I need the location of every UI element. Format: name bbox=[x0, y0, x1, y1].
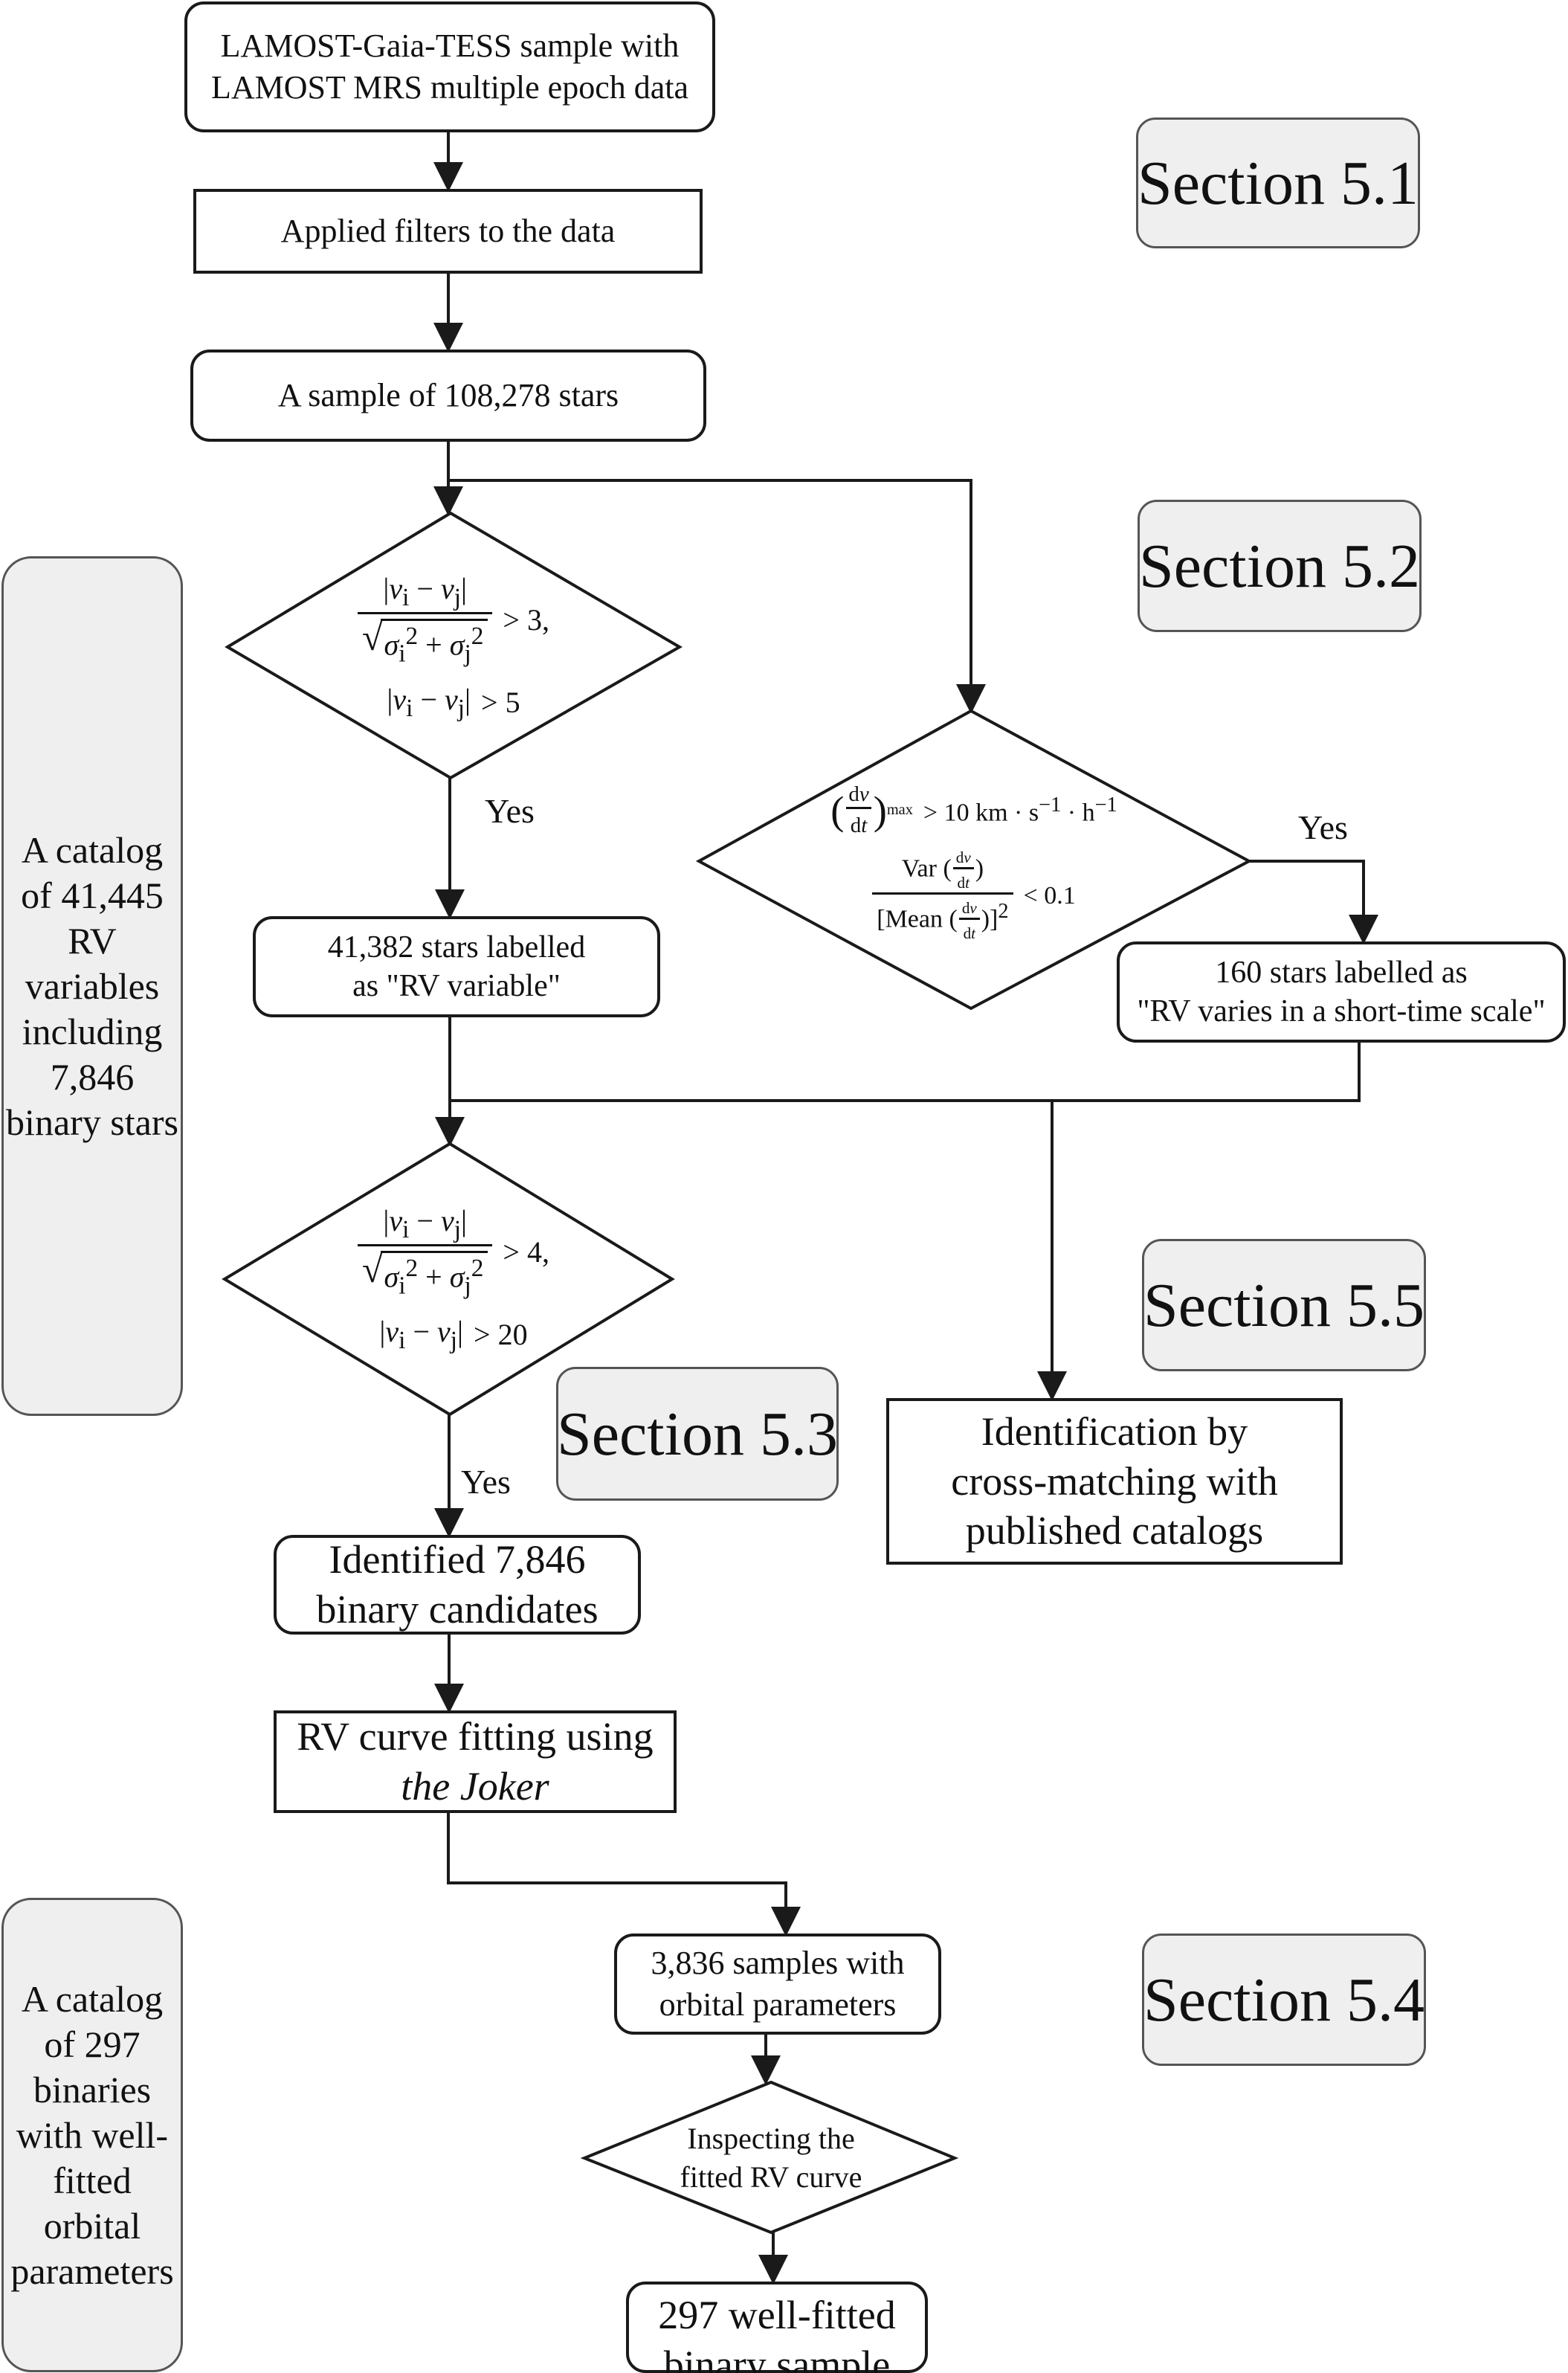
rv-variables-catalog-panel: A catalog of 41,445 RV variables includi… bbox=[1, 556, 183, 1416]
sample-box-text: A sample of 108,278 stars bbox=[277, 376, 619, 413]
section-5-3-badge: Section 5.3 bbox=[556, 1367, 839, 1501]
orbital-samples-line-2: orbital parameters bbox=[659, 1986, 897, 2023]
diamond-2-threshold-1: > 10 km · s−1 · h−1 bbox=[923, 793, 1117, 827]
identification-line-2: cross-matching with bbox=[951, 1458, 1278, 1504]
diamond-2-max-subscript: max bbox=[886, 802, 913, 818]
section-5-2-badge: Section 5.2 bbox=[1138, 500, 1422, 632]
binaries-catalog-line-7: parameters bbox=[10, 2250, 174, 2292]
yes-label-1: Yes bbox=[485, 792, 535, 830]
rv-catalog-line-1: A catalog bbox=[21, 828, 164, 871]
rv-catalog-line-6: 7,846 bbox=[50, 1055, 135, 1098]
edge-diamond2-to-shorttime bbox=[1249, 860, 1378, 944]
decision-diamond-4 bbox=[580, 2080, 959, 2235]
diamond-3-criterion-2: |vi − vj| > 20 bbox=[379, 1314, 528, 1354]
diamond-3-text: |vi − vj| √σi2 + σj2 > 4, |vi − vj| > 20 bbox=[297, 1182, 610, 1376]
decision-diamond-2 bbox=[695, 709, 1253, 1011]
edge-branch-to-diamond2 bbox=[448, 479, 986, 714]
diamond-1-text: |vi − vj| √σi2 + σj2 > 3, |vi − vj| > 5 bbox=[297, 550, 610, 744]
diamond-4-line-2: fitted RV curve bbox=[680, 2160, 862, 2194]
edge-joker-to-orbital bbox=[447, 1813, 801, 1936]
start-box: LAMOST-Gaia-TESS sample with LAMOST MRS … bbox=[184, 1, 715, 132]
yes-label-2: Yes bbox=[1298, 808, 1348, 846]
short-time-line-2: "RV varies in a short-time scale" bbox=[1137, 994, 1546, 1028]
binaries-catalog-line-1: A catalog bbox=[21, 1977, 164, 2020]
binaries-catalog-line-5: fitted bbox=[53, 2159, 132, 2201]
rv-variable-line-2: as "RV variable" bbox=[352, 969, 561, 1003]
rv-catalog-line-7: binary stars bbox=[6, 1101, 178, 1143]
rv-catalog-line-5: including bbox=[22, 1010, 163, 1052]
binary-candidates-box: Identified 7,846 binary candidates bbox=[274, 1535, 641, 1635]
identification-line-3: published catalogs bbox=[965, 1508, 1264, 1553]
diamond-1-threshold-2: > 5 bbox=[481, 685, 520, 719]
rv-catalog-line-3: RV bbox=[68, 919, 117, 962]
final-sample-box: 297 well-fitted binary sample bbox=[626, 2282, 928, 2373]
final-sample-line-1: 297 well-fitted bbox=[658, 2293, 896, 2337]
rv-variable-line-1: 41,382 stars labelled bbox=[327, 930, 586, 965]
binaries-catalog-line-3: binaries bbox=[33, 2068, 152, 2110]
diamond-4-line-1: Inspecting the bbox=[687, 2122, 855, 2155]
orbital-samples-box: 3,836 samples with orbital parameters bbox=[614, 1934, 941, 2035]
diamond-3-criterion-1: |vi − vj| √σi2 + σj2 > 4, bbox=[358, 1203, 549, 1300]
orbital-samples-line-1: 3,836 samples with bbox=[651, 1944, 905, 1981]
identification-line-1: Identification by bbox=[981, 1408, 1248, 1454]
rv-variable-box: 41,382 stars labelled as "RV variable" bbox=[253, 916, 660, 1017]
joker-fitting-box: RV curve fitting using the Joker bbox=[274, 1710, 677, 1813]
edge-shorttime-to-merge bbox=[450, 1043, 1361, 1102]
diamond-1-criterion-2: |vi − vj| > 5 bbox=[387, 682, 520, 722]
binaries-catalog-panel: A catalog of 297 binaries with well- fit… bbox=[1, 1898, 183, 2372]
binary-candidates-line-2: binary candidates bbox=[316, 1587, 599, 1632]
section-5-5-badge: Section 5.5 bbox=[1142, 1239, 1426, 1371]
binaries-catalog-line-6: orbital bbox=[43, 2204, 141, 2247]
diamond-1-threshold-1: > 3, bbox=[503, 602, 549, 637]
section-5-1-badge: Section 5.1 bbox=[1136, 117, 1420, 248]
diamond-3-threshold-2: > 20 bbox=[474, 1317, 528, 1351]
rv-catalog-line-2: of 41,445 bbox=[21, 874, 164, 916]
section-5-4-badge: Section 5.4 bbox=[1142, 1934, 1426, 2066]
diamond-3-threshold-1: > 4, bbox=[503, 1234, 549, 1269]
binaries-catalog-line-2: of 297 bbox=[44, 2023, 141, 2065]
sample-box: A sample of 108,278 stars bbox=[190, 350, 706, 442]
filters-box-text: Applied filters to the data bbox=[280, 212, 616, 249]
identification-box: Identification by cross-matching with pu… bbox=[886, 1398, 1343, 1565]
start-box-line-2: LAMOST MRS multiple epoch data bbox=[210, 69, 689, 106]
diamond-4-text: Inspecting the fitted RV curve bbox=[636, 2113, 906, 2203]
decision-diamond-1 bbox=[225, 511, 683, 780]
short-time-line-1: 160 stars labelled as bbox=[1215, 955, 1468, 990]
binaries-catalog-line-4: with well- bbox=[16, 2113, 169, 2156]
final-sample-line-2: binary sample bbox=[663, 2342, 891, 2373]
filters-box: Applied filters to the data bbox=[193, 189, 703, 274]
diamond-1-criterion-1: |vi − vj| √σi2 + σj2 > 3, bbox=[358, 571, 549, 668]
diamond-2-threshold-2: < 0.1 bbox=[1023, 881, 1076, 909]
decision-diamond-3 bbox=[222, 1142, 675, 1417]
short-time-box: 160 stars labelled as "RV varies in a sh… bbox=[1117, 941, 1566, 1043]
joker-fitting-line-1: RV curve fitting using bbox=[297, 1714, 654, 1759]
binary-candidates-line-1: Identified 7,846 bbox=[329, 1537, 586, 1582]
joker-fitting-line-2: the Joker bbox=[401, 1764, 549, 1809]
rv-catalog-line-4: variables bbox=[25, 965, 160, 1007]
start-box-line-1: LAMOST-Gaia-TESS sample with bbox=[220, 27, 680, 64]
yes-label-3: Yes bbox=[461, 1463, 511, 1501]
